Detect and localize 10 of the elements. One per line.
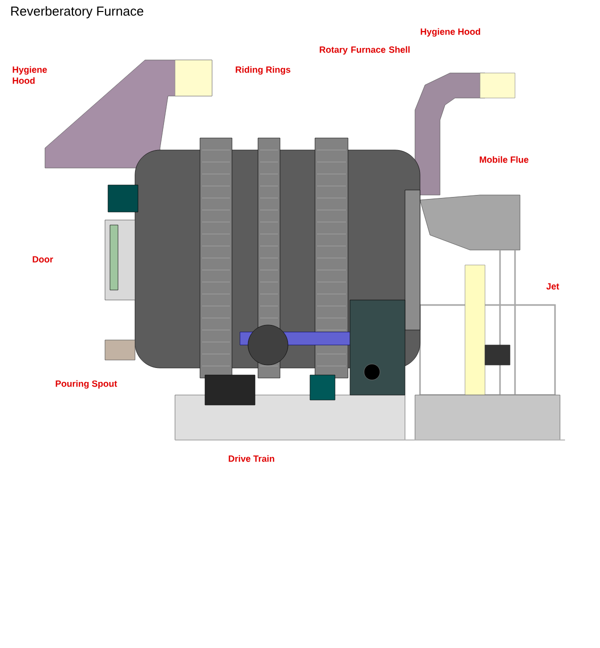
part-label: Jet: [546, 283, 560, 290]
part-label: Drive Train: [228, 455, 274, 462]
part-label: Hygiene Hood: [420, 28, 480, 37]
part-label: Pouring Spout: [56, 380, 118, 389]
part-label: Riding Rings: [236, 66, 290, 75]
part-label: Rotary Furnace Shell: [320, 46, 410, 55]
part-label: Mobile Flue: [480, 156, 528, 163]
title: Reverberatory Furnace: [11, 6, 144, 18]
part-label: Door: [32, 256, 54, 262]
part-label: Hygiene Hood: [12, 66, 47, 84]
